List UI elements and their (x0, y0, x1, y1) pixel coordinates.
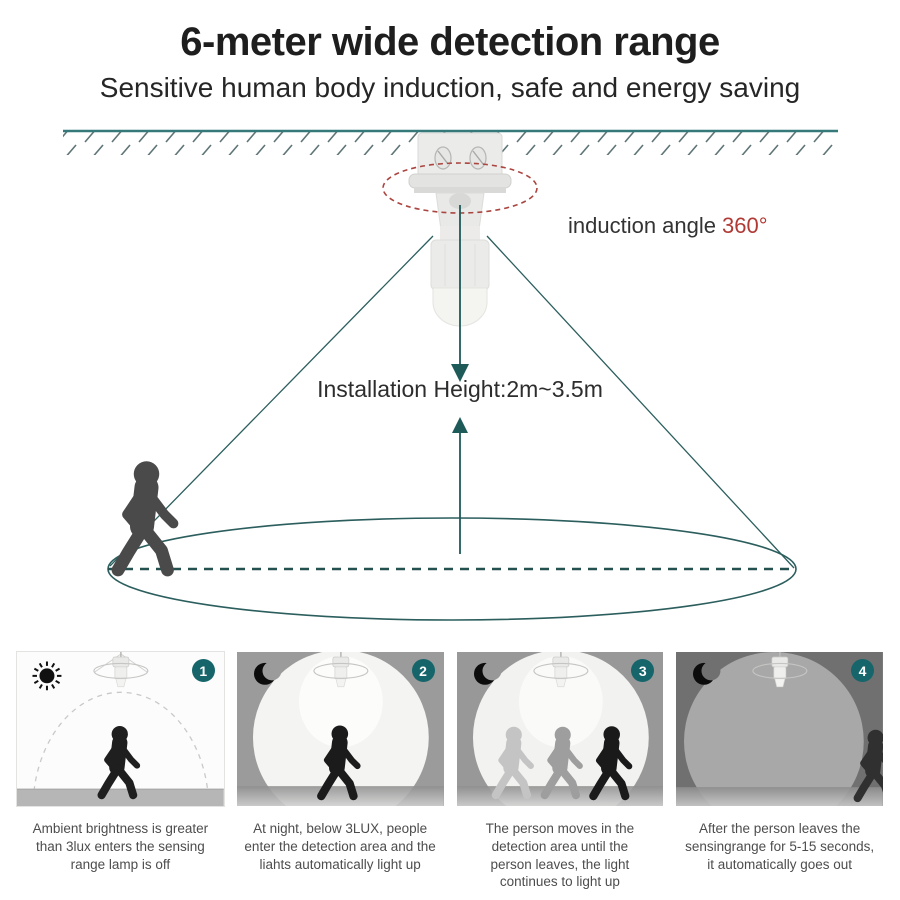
scenario-panel-2: 2 (236, 652, 444, 806)
scenario-panel-4: 4 (676, 652, 883, 806)
caption-4: After the person leaves the sensingrange… (685, 821, 875, 872)
detection-range-diagram (63, 129, 838, 621)
moon-icon (473, 661, 501, 685)
page-title: 6-meter wide detection range (180, 20, 720, 64)
page-subtitle: Sensitive human body induction, safe and… (99, 72, 801, 103)
caption-1: Ambient brightness is greater than 3lux … (32, 821, 209, 872)
panel-number-badge: 3 (631, 659, 655, 682)
panel-number-badge: 1 (191, 659, 215, 682)
sun-icon (32, 661, 62, 691)
scenario-panels: 1 2 (0, 651, 900, 807)
height-down-arrow (451, 205, 469, 382)
height-up-arrow (452, 417, 468, 554)
scenario-captions: Ambient brightness is greater than 3lux … (0, 820, 900, 891)
scene-daylight-off (17, 652, 224, 806)
scene-night-off (676, 652, 883, 806)
caption-3: The person moves in the detection area u… (485, 821, 635, 890)
scene-night-on (236, 652, 444, 806)
scene-night-moving (456, 652, 664, 806)
induction-angle-value: 360° (722, 213, 768, 238)
sensing-range-dashed-dome (33, 691, 209, 792)
scenario-panel-1: 1 (16, 651, 225, 807)
moon-icon (693, 661, 721, 685)
sensor-socket-device (408, 132, 512, 327)
walking-person (118, 461, 174, 570)
light-dome-off (684, 652, 864, 806)
panel-number-badge: 4 (851, 659, 874, 682)
scenario-panel-3: 3 (456, 652, 664, 806)
caption-2: At night, below 3LUX, people enter the d… (244, 821, 436, 872)
panel-number-badge: 2 (411, 659, 435, 682)
installation-height-label: Installation Height:2m~3.5m (317, 376, 603, 402)
moon-icon (253, 661, 282, 685)
